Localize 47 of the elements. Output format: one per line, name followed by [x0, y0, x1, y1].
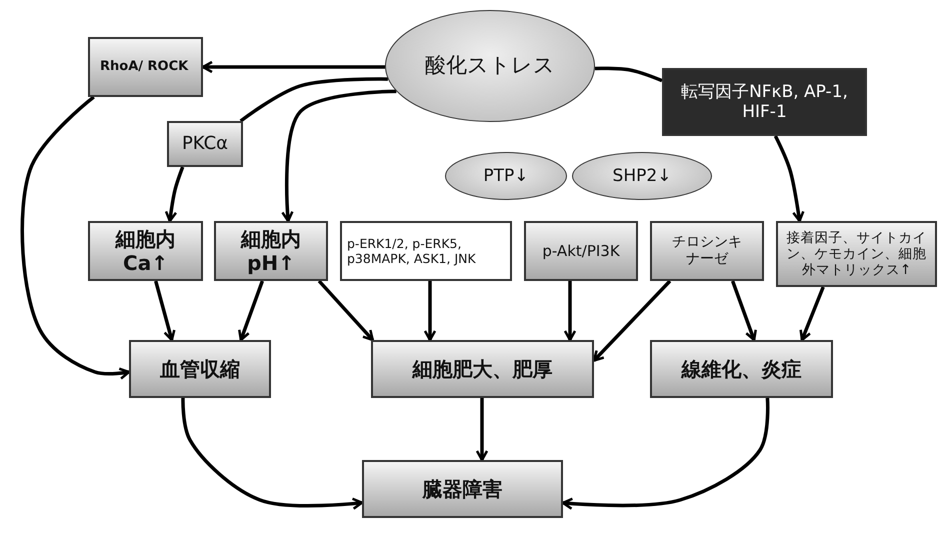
node-label: 血管収縮 — [160, 357, 240, 381]
node-label: 細胞肥大、肥厚 — [412, 357, 552, 381]
arrow — [281, 90, 396, 222]
node-label: 細胞内 pH↑ — [240, 227, 302, 275]
process-box — [167, 121, 243, 167]
node-label: 接着因子、サイトカイン、ケモカイン、細胞外マトリックス↑ — [786, 230, 928, 278]
arrow — [731, 280, 757, 342]
node-label: 細胞内 Ca↑ — [114, 227, 176, 275]
arrow — [202, 60, 386, 74]
node-label: 臓器障害 — [422, 477, 502, 501]
node-label: p-Akt/PI3K — [542, 242, 620, 260]
process-box — [88, 37, 203, 97]
connector-line — [594, 66, 663, 82]
arrow — [564, 281, 576, 342]
process-box — [340, 221, 512, 281]
process-box — [362, 460, 563, 518]
node-label: p-ERK1/2, p-ERK5, p38MAPK, ASK1, JNK — [347, 236, 477, 266]
arrow — [238, 280, 264, 342]
node-label: 転写因子NFκB, AP-1, HIF-1 — [680, 82, 849, 122]
process-box — [662, 68, 867, 136]
arrow — [181, 398, 364, 510]
arrow — [154, 280, 176, 342]
arrow — [318, 280, 374, 342]
process-box — [650, 221, 764, 281]
arrow — [20, 96, 130, 380]
arrow — [774, 135, 804, 222]
process-box — [371, 340, 594, 398]
node-label: チロシンキナーゼ — [671, 234, 743, 268]
arrow — [562, 398, 770, 510]
process-box — [650, 340, 833, 398]
node-label: PKCα — [182, 133, 228, 155]
process-box — [88, 221, 203, 281]
process-box — [776, 221, 937, 287]
node-label: RhoA/ ROCK — [100, 59, 188, 75]
arrow — [799, 286, 825, 342]
process-box — [524, 221, 638, 281]
node-label: 線維化、炎症 — [682, 357, 802, 381]
process-box — [214, 221, 328, 281]
arrow — [164, 166, 184, 222]
arrow — [424, 281, 436, 342]
arrow — [476, 398, 488, 462]
node-label: PTP↓ — [483, 166, 529, 186]
process-box — [129, 340, 271, 398]
node-label: 酸化ストレス — [425, 53, 555, 79]
connector-line — [240, 77, 388, 122]
arrow — [592, 280, 672, 362]
node-label: SHP2↓ — [612, 166, 672, 186]
